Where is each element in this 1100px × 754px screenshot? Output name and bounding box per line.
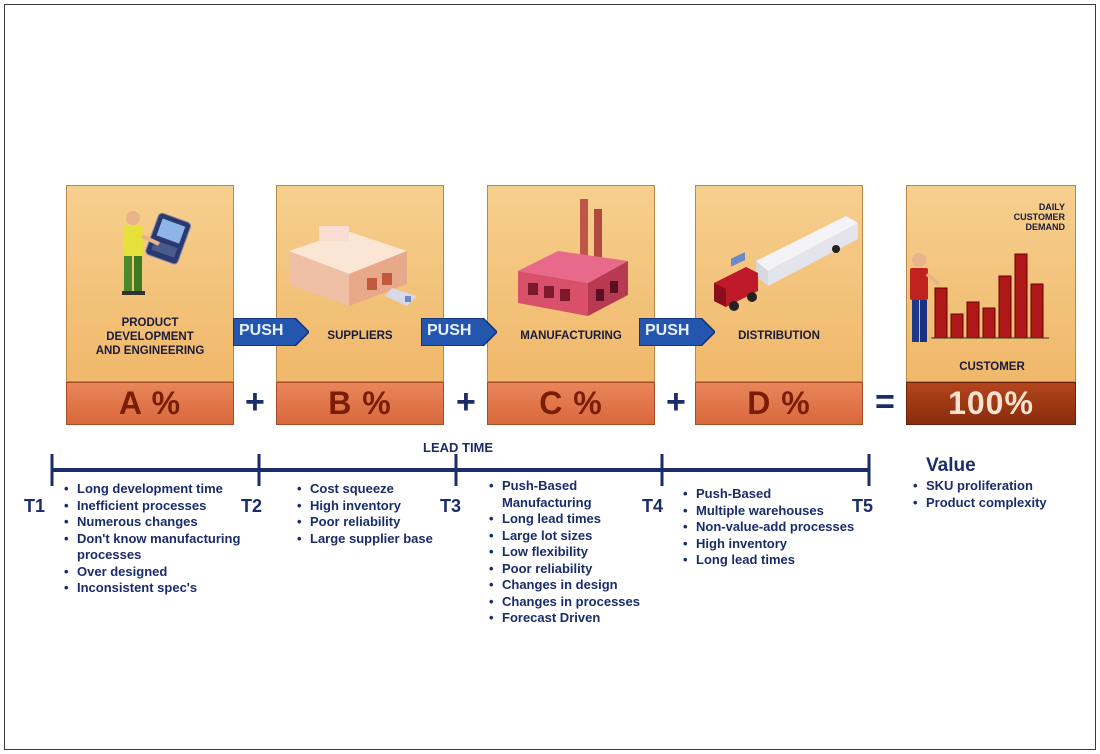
- list-item: Cost squeeze: [294, 481, 469, 498]
- list-item: Poor reliability: [486, 561, 681, 578]
- list-item: Changes in processes: [486, 594, 681, 611]
- stage-percent: C %: [539, 385, 603, 421]
- list-item: Numerous changes: [61, 514, 281, 531]
- plus-operator: +: [456, 383, 476, 421]
- list-item: SKU proliferation: [910, 478, 1090, 495]
- list-item: Large supplier base: [294, 531, 469, 548]
- stage-product-development: PRODUCT DEVELOPMENT AND ENGINEERING A %: [66, 185, 234, 425]
- demand-chart-icon: [910, 253, 1049, 342]
- stage-percent: D %: [747, 385, 811, 421]
- stage-box: MANUFACTURING: [487, 185, 655, 382]
- list-item: Inefficient processes: [61, 498, 281, 515]
- list-item: Non-value-add processes: [680, 519, 895, 536]
- push-arrow-3: PUSH: [638, 317, 717, 347]
- factory-icon: [518, 199, 628, 316]
- list-item: High inventory: [680, 536, 895, 553]
- demand-label: DAILY CUSTOMER DEMAND: [1013, 202, 1065, 232]
- list-item: Long lead times: [680, 552, 895, 569]
- equals-operator: =: [875, 383, 895, 421]
- stage-percent-box: B %: [276, 382, 444, 425]
- push-label: PUSH: [645, 322, 690, 339]
- stage-title: SUPPLIERS: [327, 330, 393, 342]
- push-label: PUSH: [427, 322, 472, 339]
- list-item: Push-Based Manufacturing: [486, 478, 612, 511]
- truck-icon: [714, 216, 858, 311]
- list-item: Long development time: [61, 481, 237, 498]
- manufacturing-issues-list: Push-Based Manufacturing Long lead times…: [486, 478, 681, 627]
- plus-operator: +: [245, 383, 265, 421]
- development-issues-list: Long development time Inefficient proces…: [61, 481, 281, 597]
- stage-distribution: DISTRIBUTION D %: [695, 185, 863, 425]
- stage-box: SUPPLIERS: [276, 185, 444, 382]
- list-item: Forecast Driven: [486, 610, 681, 627]
- push-arrow-icon: [420, 317, 499, 347]
- list-item: Multiple warehouses: [680, 503, 895, 520]
- push-arrow-2: PUSH: [420, 317, 499, 347]
- list-item: Changes in design: [486, 577, 681, 594]
- stage-percent: B %: [328, 385, 392, 421]
- list-item: Large lot sizes: [486, 528, 681, 545]
- stage-title: MANUFACTURING: [520, 330, 622, 342]
- list-item: High inventory: [294, 498, 469, 515]
- stage-box: DAILY CUSTOMER DEMAND CUSTOMER: [906, 185, 1076, 382]
- stage-title: PRODUCT DEVELOPMENT AND ENGINEERING: [95, 317, 205, 357]
- list-item: Over designed: [61, 564, 281, 581]
- lead-time-timeline: [50, 454, 871, 486]
- push-arrow-1: PUSH: [232, 317, 311, 347]
- lead-time-label: LEAD TIME: [423, 440, 494, 455]
- list-item: Push-Based: [680, 486, 895, 503]
- plus-operator: +: [666, 383, 686, 421]
- distribution-issues-list: Push-Based Multiple warehouses Non-value…: [680, 486, 895, 569]
- supplier-issues-list: Cost squeeze High inventory Poor reliabi…: [294, 481, 469, 547]
- push-arrow-icon: [232, 317, 311, 347]
- stage-percent-box: C %: [487, 382, 655, 425]
- stage-title: DISTRIBUTION: [738, 330, 820, 342]
- stage-customer: DAILY CUSTOMER DEMAND CUSTOMER 100%: [906, 185, 1076, 425]
- stage-box: PRODUCT DEVELOPMENT AND ENGINEERING: [66, 185, 234, 382]
- push-label: PUSH: [239, 322, 284, 339]
- stage-percent: 100%: [948, 385, 1034, 421]
- list-item: Long lead times: [486, 511, 681, 528]
- stage-box: DISTRIBUTION: [695, 185, 863, 382]
- timeline-label-t1: T1: [24, 496, 46, 516]
- list-item: Poor reliability: [294, 514, 469, 531]
- stage-percent-box: A %: [66, 382, 234, 425]
- stage-percent-box: D %: [695, 382, 863, 425]
- list-item: Don't know manufacturing processes: [61, 531, 282, 564]
- stage-suppliers: SUPPLIERS B %: [276, 185, 444, 425]
- value-title: Value: [926, 455, 976, 476]
- stage-manufacturing: MANUFACTURING C %: [487, 185, 655, 425]
- stage-percent-box: 100%: [906, 382, 1076, 425]
- stage-percent: A %: [118, 385, 182, 421]
- value-issues-list: SKU proliferation Product complexity: [910, 478, 1090, 511]
- list-item: Inconsistent spec's: [61, 580, 281, 597]
- stage-title: CUSTOMER: [959, 361, 1025, 373]
- list-item: Low flexibility: [486, 544, 681, 561]
- engineer-icon: [122, 211, 192, 295]
- warehouse-icon: [289, 226, 417, 306]
- page-frame: [4, 4, 1096, 750]
- push-arrow-icon: [638, 317, 717, 347]
- list-item: Product complexity: [910, 495, 1090, 512]
